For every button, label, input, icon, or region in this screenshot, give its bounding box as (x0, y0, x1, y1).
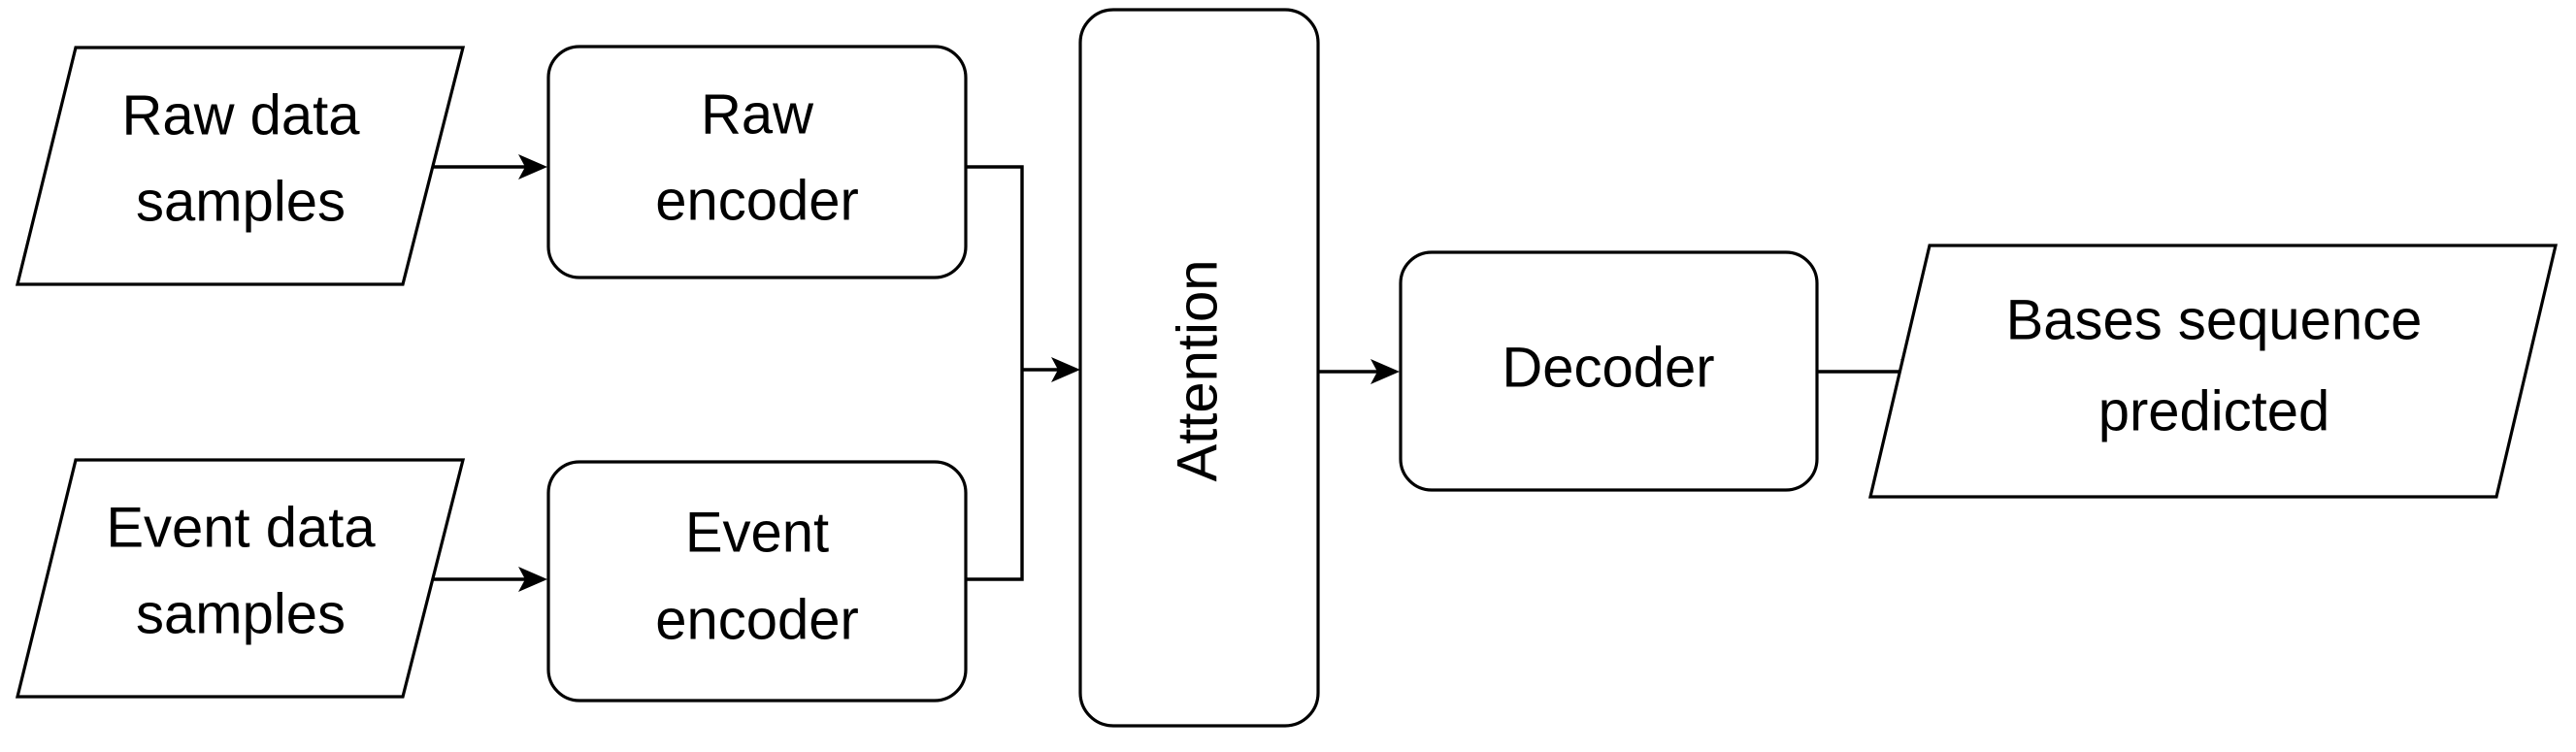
bases-sequence-predicted-label-line2: predicted (2098, 379, 2330, 442)
edge-raw-data-to-raw-encoder-arrowhead (518, 154, 547, 180)
node-raw-data-samples[interactable]: Raw data samples (15, 46, 466, 286)
node-bases-sequence-predicted[interactable]: Bases sequence predicted (1867, 244, 2559, 499)
event-encoder-rect-shape (546, 460, 968, 703)
bases-sequence-predicted-parallelogram-shape (1867, 244, 2559, 499)
edge-raw-encoder-to-attention (966, 165, 1024, 370)
merge-arrow-into-attention (1022, 357, 1080, 382)
attention-rect-shape (1078, 8, 1320, 728)
node-raw-encoder[interactable]: Raw encoder (546, 45, 968, 279)
edge-event-encoder-to-attention (966, 370, 1024, 581)
event-data-samples-label-line2: samples (136, 582, 346, 645)
edge-event-data-to-event-encoder-arrowhead (518, 567, 547, 592)
raw-data-samples-label-line1: Raw data (121, 83, 360, 147)
edge-raw-encoder-to-attention-path (966, 165, 1024, 370)
edge-attention-to-decoder-arrowhead (1371, 359, 1400, 384)
event-encoder-label-line1: Event (685, 501, 829, 564)
edge-attention-to-decoder (1318, 359, 1400, 384)
event-data-samples-parallelogram-shape (15, 458, 466, 699)
edge-event-data-to-event-encoder (434, 567, 547, 592)
edge-raw-data-to-raw-encoder (434, 154, 547, 180)
edge-event-encoder-to-attention-path (966, 370, 1024, 581)
raw-data-samples-parallelogram-shape (15, 46, 466, 286)
merge-arrow-into-attention-arrowhead (1051, 357, 1080, 382)
bases-sequence-predicted-label-line1: Bases sequence (2006, 288, 2423, 351)
raw-data-samples-label-line2: samples (136, 170, 346, 233)
raw-encoder-label-line1: Raw (701, 82, 814, 146)
raw-encoder-label-line2: encoder (655, 169, 859, 232)
node-event-encoder[interactable]: Event encoder (546, 460, 968, 703)
raw-encoder-rect-shape (546, 45, 968, 279)
decoder-label: Decoder (1502, 336, 1714, 399)
event-data-samples-label-line1: Event data (106, 496, 376, 559)
node-decoder[interactable]: Decoder (1399, 250, 1819, 492)
node-attention[interactable]: Attention (1078, 8, 1320, 728)
node-event-data-samples[interactable]: Event data samples (15, 458, 466, 699)
event-encoder-label-line2: encoder (655, 588, 859, 651)
attention-label: Attention (1166, 260, 1229, 482)
